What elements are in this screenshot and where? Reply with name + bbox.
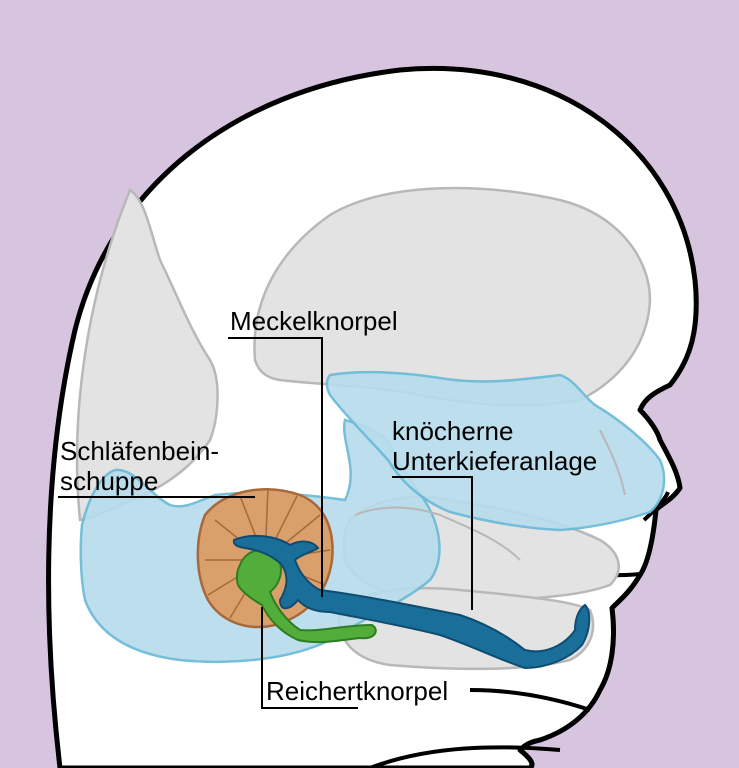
label-reichertknorpel: Reichertknorpel (266, 676, 448, 706)
label-schlaefenbein-line1: Schläfenbein- (60, 436, 219, 466)
meckel-cartilage (232, 534, 591, 670)
mandible-region-right (325, 370, 666, 532)
chin-line (469, 688, 591, 712)
label-schlaefenbein-line2: schuppe (60, 466, 158, 496)
leader-lines (58, 337, 473, 709)
lip-line (642, 491, 670, 522)
neck-line (369, 745, 561, 768)
label-knoecherne-line2: Unterkieferanlage (392, 446, 597, 476)
bone-detail-line-1 (354, 506, 521, 561)
reichert-cartilage (235, 548, 377, 644)
leader-reichert (261, 607, 358, 709)
bone-detail-line-2 (599, 429, 626, 496)
leader-knoecherne (392, 476, 473, 610)
label-meckelknorpel: Meckelknorpel (230, 306, 398, 336)
leader-meckel (228, 337, 323, 597)
label-knoecherne-line1: knöcherne (392, 416, 513, 446)
